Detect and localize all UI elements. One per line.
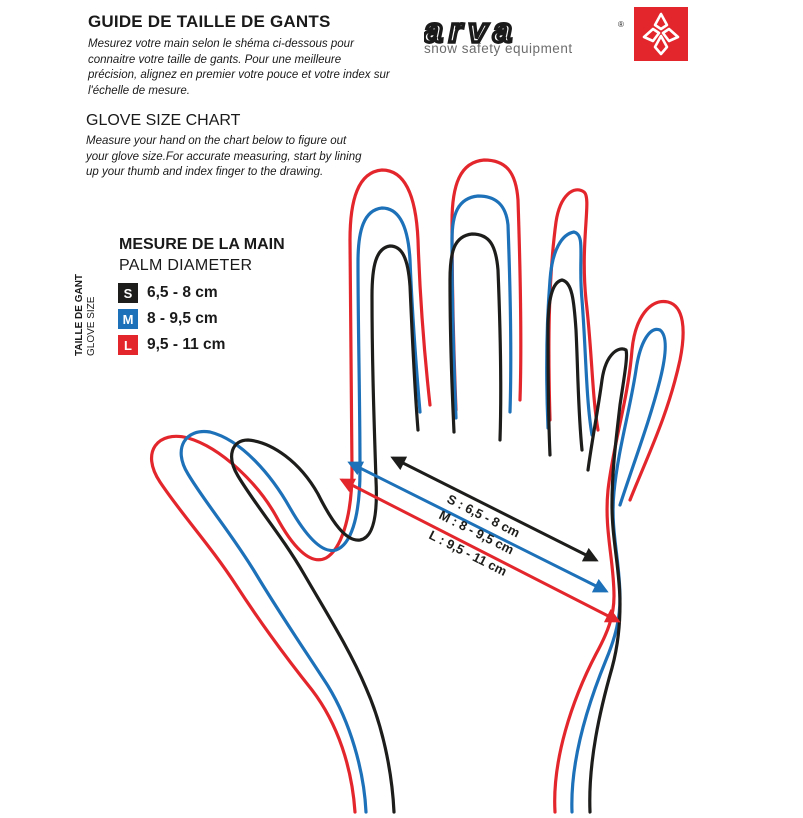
arva-wordmark-logo: arva ® (424, 18, 624, 52)
size-badge-l: L (118, 335, 138, 355)
size-range-l: 9,5 - 11 cm (147, 336, 226, 353)
size-row-s: S 6,5 - 8 cm (118, 283, 218, 303)
size-badge-s: S (118, 283, 138, 303)
logo-tagline: snow safety equipment (424, 41, 573, 56)
english-instructions: Measure your hand on the chart below to … (86, 135, 362, 178)
size-range-s: 6,5 - 8 cm (147, 284, 218, 301)
hand-outline-m (179, 194, 667, 814)
measure-subtitle: PALM DIAMETER (119, 257, 253, 274)
hand-outline-l (149, 158, 685, 814)
size-row-l: L 9,5 - 11 cm (118, 335, 225, 355)
size-range-m: 8 - 9,5 cm (147, 310, 218, 327)
measure-arrow-l (339, 478, 621, 623)
size-badge-m: M (118, 309, 138, 329)
registered-mark: ® (618, 20, 624, 29)
french-title: GUIDE DE TAILLE DE GANTS (88, 12, 331, 31)
size-row-m: M 8 - 9,5 cm (118, 309, 218, 329)
logo-wordmark-text: arva (424, 18, 518, 50)
measure-title: MESURE DE LA MAIN (119, 236, 285, 253)
arva-emblem-icon (634, 7, 688, 61)
french-instructions: Mesurez votre main selon le shéma ci-des… (88, 38, 390, 97)
english-title: GLOVE SIZE CHART (86, 112, 241, 129)
